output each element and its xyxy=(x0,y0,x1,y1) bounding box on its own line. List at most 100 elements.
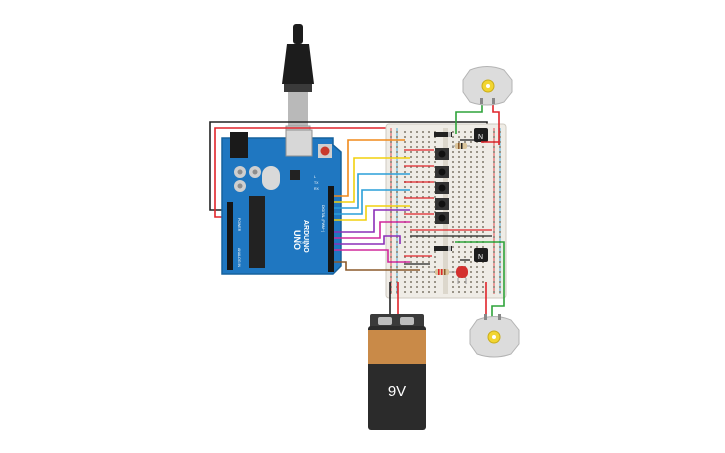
push-button-icon[interactable] xyxy=(435,212,449,224)
breadboard-hole xyxy=(416,176,418,178)
breadboard-hole xyxy=(499,171,501,173)
breadboard-hole xyxy=(404,141,406,143)
breadboard-hole xyxy=(476,291,478,293)
breadboard-hole xyxy=(434,141,436,143)
breadboard-hole xyxy=(410,226,412,228)
breadboard-hole xyxy=(458,136,460,138)
breadboard-hole xyxy=(493,231,495,233)
breadboard-hole xyxy=(464,181,466,183)
breadboard-hole xyxy=(470,141,472,143)
breadboard-hole xyxy=(396,291,398,293)
breadboard-hole xyxy=(416,261,418,263)
breadboard-hole xyxy=(476,146,478,148)
breadboard-hole xyxy=(458,191,460,193)
breadboard-hole xyxy=(452,136,454,138)
breadboard-hole xyxy=(458,176,460,178)
breadboard-hole xyxy=(499,191,501,193)
breadboard-hole xyxy=(422,196,424,198)
breadboard-hole xyxy=(493,186,495,188)
breadboard-hole xyxy=(499,271,501,273)
push-button-icon[interactable] xyxy=(435,148,449,160)
breadboard-hole xyxy=(499,196,501,198)
breadboard-hole xyxy=(422,206,424,208)
breadboard-hole xyxy=(476,286,478,288)
breadboard-hole xyxy=(464,286,466,288)
breadboard-hole xyxy=(482,246,484,248)
breadboard-hole xyxy=(434,276,436,278)
breadboard-hole xyxy=(390,136,392,138)
breadboard-hole xyxy=(482,201,484,203)
signal-wires xyxy=(334,139,420,271)
breadboard-hole xyxy=(458,251,460,253)
breadboard-hole xyxy=(482,236,484,238)
breadboard-hole xyxy=(499,216,501,218)
breadboard-hole xyxy=(464,236,466,238)
breadboard-hole xyxy=(410,216,412,218)
breadboard-hole xyxy=(390,211,392,213)
breadboard-hole xyxy=(416,231,418,233)
breadboard-hole xyxy=(390,196,392,198)
breadboard-hole xyxy=(404,171,406,173)
breadboard-hole xyxy=(452,181,454,183)
breadboard-hole xyxy=(416,256,418,258)
breadboard-hole xyxy=(470,146,472,148)
breadboard-hole xyxy=(396,201,398,203)
breadboard-hole xyxy=(422,191,424,193)
push-button-icon[interactable] xyxy=(435,182,449,194)
breadboard-hole xyxy=(452,176,454,178)
breadboard-hole xyxy=(464,206,466,208)
breadboard-hole xyxy=(493,266,495,268)
breadboard-hole xyxy=(396,141,398,143)
breadboard-hole xyxy=(390,216,392,218)
breadboard-hole xyxy=(464,216,466,218)
breadboard-hole xyxy=(470,281,472,283)
breadboard-hole xyxy=(452,216,454,218)
breadboard-hole xyxy=(390,226,392,228)
breadboard-hole xyxy=(396,161,398,163)
breadboard-hole xyxy=(410,281,412,283)
breadboard-hole xyxy=(396,231,398,233)
breadboard-hole xyxy=(396,271,398,273)
breadboard-hole xyxy=(470,226,472,228)
breadboard-hole xyxy=(428,136,430,138)
breadboard-hole xyxy=(464,256,466,258)
breadboard-hole xyxy=(404,196,406,198)
breadboard-hole xyxy=(476,161,478,163)
breadboard-hole xyxy=(428,206,430,208)
arduino-uno-board: ARDUINO UNO DIGITAL (PWM~) POWER ANALOG … xyxy=(221,129,342,275)
transistor-icon: N xyxy=(474,128,488,142)
breadboard-hole xyxy=(434,256,436,258)
breadboard-hole xyxy=(493,191,495,193)
breadboard-hole xyxy=(416,161,418,163)
breadboard-hole xyxy=(452,276,454,278)
breadboard-hole xyxy=(482,266,484,268)
breadboard-hole xyxy=(434,236,436,238)
breadboard-hole xyxy=(458,201,460,203)
breadboard-hole xyxy=(404,131,406,133)
breadboard-hole xyxy=(470,156,472,158)
breadboard-hole xyxy=(464,186,466,188)
breadboard-hole xyxy=(499,266,501,268)
breadboard-hole xyxy=(452,171,454,173)
breadboard-hole xyxy=(476,281,478,283)
breadboard-hole xyxy=(396,266,398,268)
push-button-icon[interactable] xyxy=(435,166,449,178)
breadboard-hole xyxy=(410,171,412,173)
push-button-icon[interactable] xyxy=(435,198,449,210)
breadboard-hole xyxy=(396,216,398,218)
breadboard-hole xyxy=(464,176,466,178)
breadboard-hole xyxy=(482,151,484,153)
breadboard-hole xyxy=(428,236,430,238)
breadboard-hole xyxy=(493,246,495,248)
breadboard-hole xyxy=(434,281,436,283)
breadboard-hole xyxy=(410,231,412,233)
breadboard-hole xyxy=(416,281,418,283)
breadboard-hole xyxy=(410,256,412,258)
breadboard-hole xyxy=(476,196,478,198)
breadboard-hole xyxy=(416,201,418,203)
reset-button[interactable] xyxy=(320,146,330,156)
breadboard-hole xyxy=(470,171,472,173)
breadboard-hole xyxy=(452,251,454,253)
breadboard-hole xyxy=(422,216,424,218)
dc-motor-icon xyxy=(469,314,520,358)
